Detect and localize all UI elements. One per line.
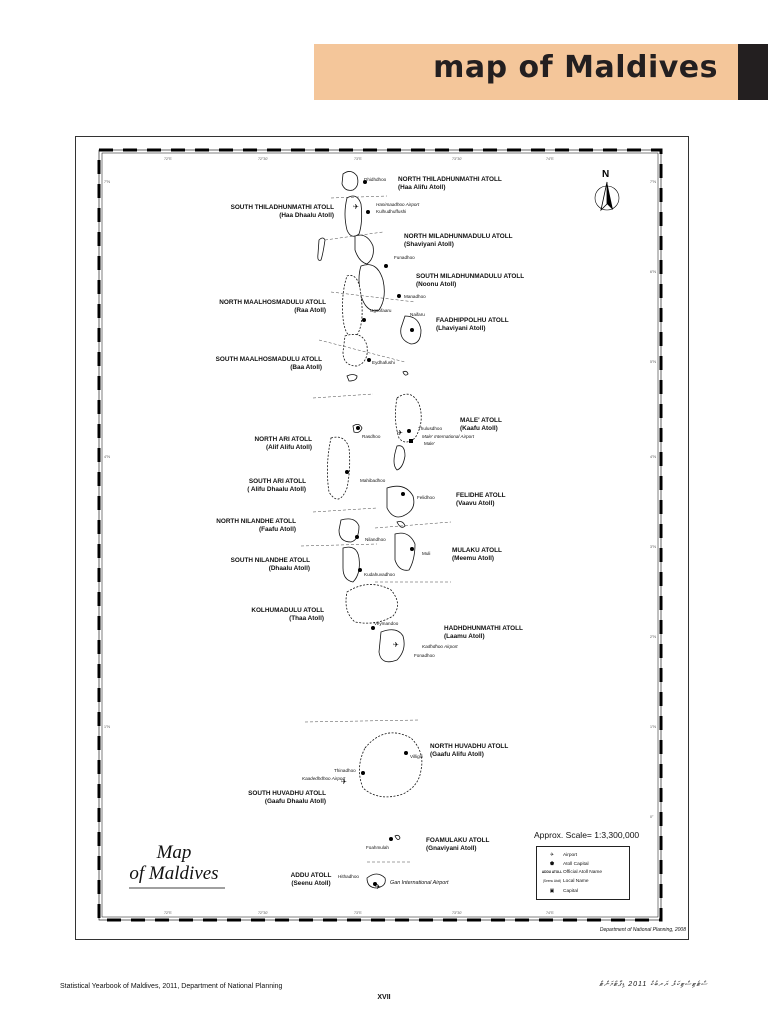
place-label: Male' International Airport	[422, 434, 475, 439]
airport-icon: ✈	[353, 203, 359, 211]
header-dark-block	[738, 44, 768, 100]
longitude-tick: 72°E	[164, 157, 172, 161]
legend-row-capital: ▣Capital	[541, 888, 578, 894]
latitude-tick: 7°N	[650, 180, 657, 184]
atoll-label-south-nilandhe: SOUTH NILANDHE ATOLL(Dhaalu Atoll)	[230, 557, 310, 572]
map-title: Map of Maldives	[129, 842, 219, 884]
place-label: Naifaru	[410, 312, 425, 317]
place-label: Rasdhoo	[362, 434, 381, 439]
atoll-label-felidhe: FELIDHE ATOLL(Vaavu Atoll)	[456, 492, 506, 507]
place-label: Ugoofaaru	[370, 308, 392, 313]
latitude-tick: 2°N	[650, 635, 657, 639]
place-label: Manadhoo	[404, 294, 426, 299]
atoll-label-north-ari: NORTH ARI ATOLL(Alif Alifu Atoll)	[254, 436, 312, 451]
place-label: Foahmulah	[366, 845, 389, 850]
airport-icon: ✈	[549, 852, 555, 858]
airport-icon: ✈	[341, 778, 347, 786]
atoll-label-foamulaku: FOAMULAKU ATOLL(Gnaviyani Atoll)	[426, 837, 490, 852]
atoll-label-hadhdhunmathi: HADHDHUNMATHI ATOLL(Laamu Atoll)	[444, 625, 523, 640]
place-label: Funadhoo	[394, 255, 415, 260]
atoll-label-north-thiladhunmathi: NORTH THILADHUNMATHI ATOLL(Haa Alifu Ato…	[398, 176, 502, 191]
atoll-label-addu: ADDU ATOLL(Seenu Atoll)	[290, 872, 332, 887]
airport-icon: ✈	[397, 429, 403, 437]
place-label: Kulhudhuffushi	[376, 209, 407, 214]
place-label: Kadhdhoo Airport	[422, 644, 458, 649]
place-label: Villigili	[410, 754, 423, 759]
place-label: Male'	[424, 441, 435, 446]
longitude-tick: 73°30'	[452, 911, 463, 915]
north-arrow-icon: N	[594, 169, 620, 212]
airport-icon: ✈	[375, 883, 381, 891]
latitude-tick: 3°N	[650, 545, 657, 549]
atoll-capital-icon: ⬟	[549, 861, 555, 867]
longitude-tick: 74°E	[546, 157, 554, 161]
scale-text: Approx. Scale= 1:3,300,000	[534, 830, 640, 840]
header-band	[314, 44, 738, 100]
place-label: Nilandhoo	[365, 537, 386, 542]
map-frame	[75, 136, 689, 940]
legend-row-local-name: (Seenu Atoll)Local Name	[542, 879, 589, 884]
longitude-tick: 74°E	[546, 911, 554, 915]
latitude-tick: 1°N	[650, 725, 657, 729]
place-label: Eydhafushi	[372, 360, 395, 365]
place-label: Muli	[422, 551, 431, 556]
longitude-tick: 73°E	[354, 911, 362, 915]
place-label: Gan International Airport	[390, 880, 449, 886]
longitude-tick: 72°30'	[258, 157, 269, 161]
page-number: XVII	[377, 994, 391, 1001]
place-label: Felidhoo	[417, 495, 435, 500]
place-label: Thinadhoo	[334, 768, 356, 773]
legend-row-airport: ✈Airport	[541, 852, 577, 858]
place-label: Veymandoo	[374, 621, 399, 626]
place-label: Kudahuvadhoo	[364, 572, 395, 577]
latitude-tick: 0°	[650, 815, 654, 819]
latitude-tick: 6°N	[650, 270, 657, 274]
atoll-label-north-miladhunmadulu: NORTH MILADHUNMADULU ATOLL(Shaviyani Ato…	[404, 233, 513, 248]
atoll-label-south-miladhunmadulu: SOUTH MILADHUNMADULU ATOLL(Noonu Atoll)	[416, 273, 525, 288]
compass-label: N	[602, 169, 609, 180]
atoll-label-faadhippolhu: FAADHIPPOLHU ATOLL(Lhaviyani Atoll)	[436, 317, 509, 332]
atoll-label-south-thiladhunmathi: SOUTH THILADHUNMATHI ATOLL(Haa Dhaalu At…	[230, 204, 334, 219]
legend-row-official-name: ADDU ATOLLOfficial Atoll Name	[541, 870, 603, 875]
atoll-label-north-maalhosmadulu: NORTH MAALHOSMADULU ATOLL(Raa Atoll)	[219, 299, 326, 314]
atoll-label-south-maalhosmadulu: SOUTH MAALHOSMADULU ATOLL(Baa Atoll)	[215, 356, 322, 371]
latitude-tick: 4°N	[104, 455, 111, 459]
latitude-tick: 5°N	[650, 360, 657, 364]
legend-row-atoll-capital: ⬟Atoll Capital	[541, 861, 589, 867]
place-label: Mahibadhoo	[360, 478, 386, 483]
atoll-label-south-ari: SOUTH ARI ATOLL( Alifu Dhaalu Atoll)	[247, 478, 306, 493]
map-credit: Department of National Planning, 2008	[599, 927, 686, 933]
page-title: map of Maldives	[433, 50, 718, 85]
place-label: Thulusdhoo	[418, 426, 443, 431]
latitude-tick: 4°N	[650, 455, 657, 459]
longitude-tick: 73°30'	[452, 157, 463, 161]
atoll-label-male: MALE' ATOLL(Kaafu Atoll)	[460, 417, 502, 432]
map-drawing: ✈ ✈ ✈ ✈ ✈	[97, 148, 663, 922]
atoll-label-mulaku: MULAKU ATOLL(Meemu Atoll)	[452, 547, 502, 562]
atoll-label-north-huvadhu: NORTH HUVADHU ATOLL(Gaafu Alifu Atoll)	[430, 743, 509, 758]
place-label: Fonadhoo	[414, 653, 435, 658]
place-label: Kaadedhdhoo Airport	[302, 776, 346, 781]
atoll-label-south-huvadhu: SOUTH HUVADHU ATOLL(Gaafu Dhaalu Atoll)	[248, 790, 326, 805]
atoll-label-north-nilandhe: NORTH NILANDHE ATOLL(Faafu Atoll)	[216, 518, 296, 533]
atoll-label-kolhumadulu: KOLHUMADULU ATOLL(Thaa Atoll)	[251, 607, 324, 622]
footer-source: Statistical Yearbook of Maldives, 2011, …	[60, 983, 283, 990]
place-label: Dhidhdhoo	[364, 177, 387, 182]
legend: ✈Airport ⬟Atoll Capital ADDU ATOLLOffici…	[536, 846, 630, 900]
latitude-tick: 1°N	[104, 725, 111, 729]
longitude-tick: 72°E	[164, 911, 172, 915]
longitude-tick: 73°E	[354, 157, 362, 161]
longitude-tick: 72°30'	[258, 911, 269, 915]
capital-icon: ▣	[549, 888, 555, 894]
place-label: Hanimaadhoo Airport	[376, 202, 420, 207]
footer-dhivehi-text: ސްޓެޓިސްޓިކަލް ޔަރބުކް 2011 ޑިޕާޓްމަންޓް	[599, 981, 708, 988]
latitude-tick: 7°N	[104, 180, 111, 184]
place-label: Hithadhoo	[338, 874, 359, 879]
airport-icon: ✈	[393, 641, 399, 649]
